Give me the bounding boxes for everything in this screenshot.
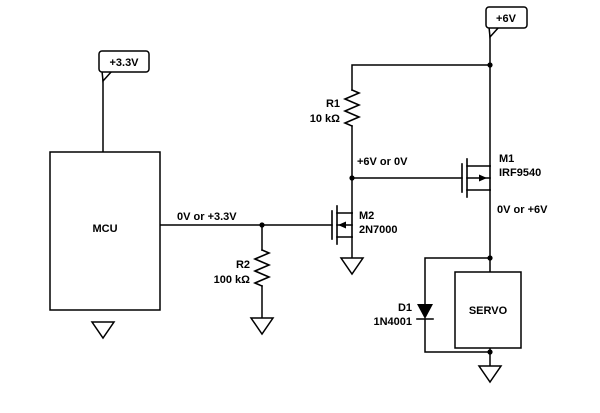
junction-m2-drain (349, 175, 355, 181)
mosfet-m2: M2 2N7000 (331, 205, 398, 245)
m1-part: IRF9540 (499, 167, 541, 179)
flag-box (485, 6, 528, 29)
mcu-box (49, 151, 161, 311)
mcu-block: MCU (49, 151, 161, 311)
r2-value: 100 kΩ (214, 274, 251, 286)
m2-part: 2N7000 (359, 224, 398, 236)
resistor-r1: R1 10 kΩ (310, 88, 362, 128)
mcu-label: MCU (92, 223, 117, 235)
mosfet-m1: M1 IRF9540 (461, 153, 541, 198)
wire-diode-top-branch (424, 257, 491, 305)
net-labels: 0V or +3.3V +6V or 0V 0V or +6V (177, 156, 548, 223)
nmos-arrow-icon (338, 221, 346, 229)
r2-ref: R2 (236, 259, 250, 271)
junction-6v-rail (487, 62, 493, 68)
ground-icon-mcu (90, 321, 116, 340)
wire-r1-top-to-rail (351, 64, 491, 91)
junction-gate-r2 (259, 222, 265, 228)
m2-ref: M2 (359, 210, 374, 222)
junction-dots (259, 62, 493, 355)
net-label-m2-drain: +6V or 0V (357, 156, 408, 168)
junction-diode-bottom (487, 349, 493, 355)
ground-icon-r2 (249, 317, 275, 336)
ground-symbols (90, 257, 503, 384)
flag-6v-label: +6V (496, 13, 517, 25)
resistor-r2: R2 100 kΩ (214, 248, 272, 288)
servo-block: SERVO (454, 271, 522, 349)
servo-label: SERVO (469, 305, 508, 317)
resistor-zigzag (252, 248, 272, 288)
wire-diode-bottom-branch (424, 318, 491, 353)
flag-3v3-label: +3.3V (109, 57, 139, 69)
power-flag-3v3: +3.3V (98, 50, 150, 83)
junction-diode-top (487, 255, 493, 261)
diode-d1: D1 1N4001 (373, 302, 434, 328)
power-flag-6v: +6V (485, 6, 528, 39)
r1-ref: R1 (326, 98, 340, 110)
diode-triangle-icon (417, 304, 433, 319)
m1-ref: M1 (499, 153, 514, 165)
servo-box (454, 271, 522, 349)
d1-ref: D1 (398, 302, 412, 314)
ground-icon-servo (477, 365, 503, 384)
wires (102, 35, 491, 367)
resistor-zigzag (342, 88, 362, 128)
net-label-mcu-output: 0V or +3.3V (177, 211, 237, 223)
r1-value: 10 kΩ (310, 113, 340, 125)
pmos-arrow-icon (479, 174, 487, 182)
ground-icon-m2 (339, 257, 365, 276)
net-label-m1-drain: 0V or +6V (497, 204, 548, 216)
d1-part: 1N4001 (373, 316, 412, 328)
flag-box (98, 50, 150, 73)
